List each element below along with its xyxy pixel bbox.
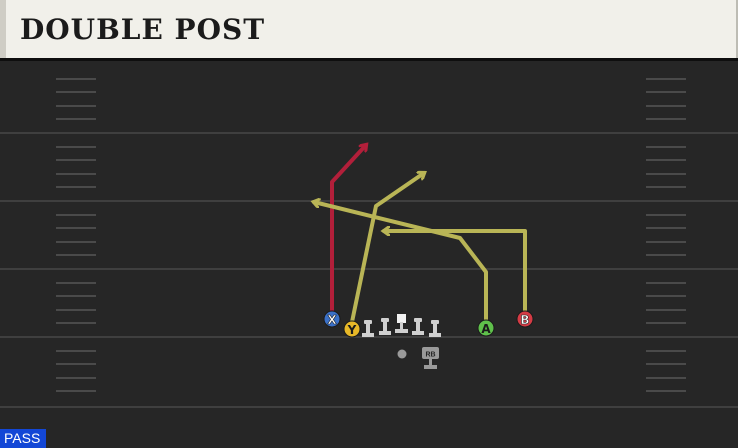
hash-marks-left xyxy=(56,78,96,392)
hash-marks-right xyxy=(646,78,686,392)
left-guard-icon xyxy=(379,318,391,335)
yard-lines xyxy=(0,132,738,408)
receiver-x-label: X xyxy=(327,313,337,327)
running-back-label: RB xyxy=(425,352,435,359)
route-a-post xyxy=(314,202,488,324)
running-back-icon: RB xyxy=(422,347,439,369)
field xyxy=(0,61,738,448)
route-x-post xyxy=(330,145,366,316)
receiver-b[interactable]: B xyxy=(516,310,534,328)
title-accent xyxy=(0,0,6,58)
title-bar: DOUBLE POST xyxy=(0,0,738,58)
play-type-badge: PASS xyxy=(0,429,47,448)
right-tackle-icon xyxy=(429,320,441,337)
play-title: DOUBLE POST xyxy=(20,13,266,46)
receiver-y-label: Y xyxy=(347,323,357,337)
route-b-in xyxy=(384,231,527,316)
receiver-x[interactable]: X xyxy=(323,310,341,328)
receiver-a[interactable]: A xyxy=(477,319,495,337)
offensive-line xyxy=(362,314,441,337)
route-y-post xyxy=(350,173,424,324)
right-guard-icon xyxy=(412,318,424,335)
receiver-y[interactable]: Y xyxy=(343,320,361,338)
left-tackle-icon xyxy=(362,320,374,337)
receiver-b-label: B xyxy=(520,313,529,327)
receiver-a-label: A xyxy=(481,322,491,336)
quarterback-icon xyxy=(397,349,407,359)
center-icon xyxy=(395,314,408,333)
